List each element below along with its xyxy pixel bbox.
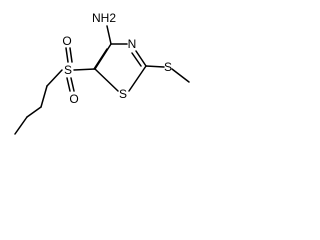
thioether-sulfur-label: S: [164, 60, 172, 74]
bond-s1-c5: [94, 68, 119, 92]
bond-c4-c5-double: [93, 48, 108, 70]
upper-oxygen-label: O: [62, 34, 71, 48]
chemical-structure: NH2 N S S S O O: [14, 11, 190, 135]
bond-c2-c3: [26, 106, 42, 118]
amine-label: NH2: [92, 11, 116, 25]
bond-n3-c2: [135, 50, 147, 67]
bond-s-o-lower: [66, 77, 71, 92]
bond-c4-nh2: [106, 25, 112, 45]
bond-s-methyl: [171, 68, 190, 83]
bond-s-o-upper: [65, 47, 69, 63]
bond-c2-s: [145, 65, 165, 68]
ring-sulfur-label: S: [119, 87, 127, 101]
bond-c1-c2: [40, 85, 48, 108]
bond-s-o-lower-double: [70, 77, 75, 92]
bond-c2-s1: [128, 65, 147, 92]
bond-s-o-upper-double: [69, 47, 73, 63]
bond-c5-so2: [73, 68, 96, 71]
bond-c3-c4: [14, 116, 28, 135]
ring-nitrogen-label: N: [128, 37, 137, 51]
bond-s-c1: [46, 69, 63, 87]
sulfonyl-sulfur-label: S: [64, 63, 72, 77]
lower-oxygen-label: O: [69, 92, 78, 106]
bond-n3-c2-double: [131, 52, 142, 67]
